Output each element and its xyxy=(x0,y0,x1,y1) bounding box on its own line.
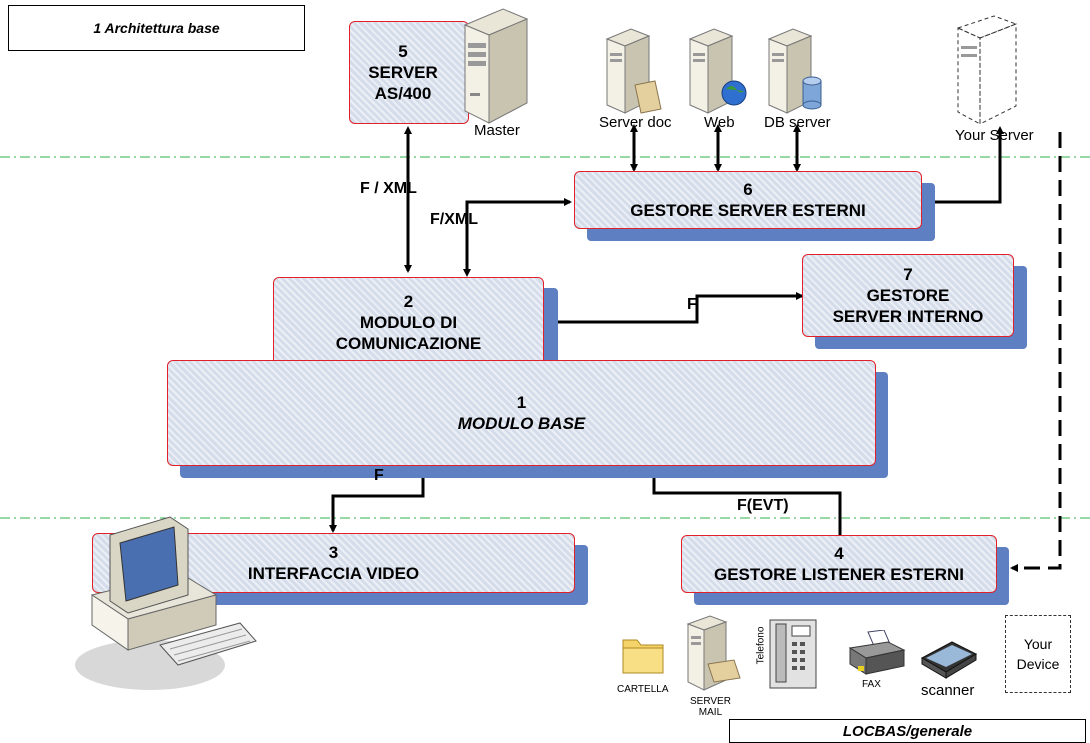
diagram-title: 1 Architettura base xyxy=(8,5,305,51)
label-f-xml-left: F / XML xyxy=(360,180,417,197)
folder-icon xyxy=(622,639,664,674)
telefono-label: Telefono xyxy=(755,626,767,665)
fax-icon xyxy=(848,630,906,675)
box-gestore-listener-esterni: 4 GESTORE LISTENER ESTERNI xyxy=(681,535,997,593)
box-label: GESTORE xyxy=(866,286,950,305)
dashed-device-connector xyxy=(1010,132,1062,572)
web-server-icon xyxy=(688,28,747,114)
arrow-yourserver xyxy=(924,126,1004,206)
master-label: Master xyxy=(474,122,520,139)
scanner-label: scanner xyxy=(921,682,975,699)
box-label: GESTORE SERVER ESTERNI xyxy=(630,201,866,220)
server-mail-icon xyxy=(686,615,741,691)
box-number: 5 xyxy=(398,42,408,61)
arrow-modulo-gestore-interno xyxy=(542,292,804,326)
server-doc-label: Server doc xyxy=(599,114,672,131)
arrow-listener-base xyxy=(650,464,842,535)
box-server-as400: 5 SERVER AS/400 xyxy=(349,21,469,124)
box-number: 4 xyxy=(834,544,844,563)
box-gestore-server-interno: 7 GESTORE SERVER INTERNO xyxy=(802,254,1014,337)
box-label: SERVER INTERNO xyxy=(832,307,984,326)
your-server-icon xyxy=(956,15,1018,125)
db-server-label: DB server xyxy=(764,114,831,131)
label-f-xml-mid: F/XML xyxy=(430,211,478,228)
box-label: COMUNICAZIONE xyxy=(335,334,482,353)
computer-icon xyxy=(75,516,257,690)
arrow-modulo-gestore-esterni xyxy=(463,198,572,277)
box-modulo-comunicazione: 2 MODULO DI COMUNICAZIONE xyxy=(273,277,544,368)
server-mail-label: SERVER MAIL xyxy=(690,696,731,718)
server-doc-icon xyxy=(605,28,662,114)
box-number: 1 xyxy=(516,393,527,412)
label-f-evt: F(EVT) xyxy=(737,497,789,514)
box-number: 6 xyxy=(743,180,753,199)
label-f-interno: F xyxy=(687,296,697,313)
box-number: 7 xyxy=(903,265,913,284)
your-device-box: Your Device xyxy=(1005,615,1071,693)
your-server-label: Your Server xyxy=(955,127,1034,144)
box-label: GESTORE LISTENER ESTERNI xyxy=(713,565,964,584)
arrow-base-video xyxy=(329,464,427,533)
box-label: MODULO BASE xyxy=(457,414,586,433)
telephone-icon xyxy=(769,619,817,689)
label-f-video: F xyxy=(374,467,384,484)
fax-label: FAX xyxy=(862,679,881,690)
box-number: 2 xyxy=(403,292,414,311)
cartella-label: CARTELLA xyxy=(617,684,669,695)
your-device-label: Your Device xyxy=(1016,636,1060,672)
box-label: MODULO DI xyxy=(359,313,458,332)
db-server-icon xyxy=(767,28,822,114)
scanner-icon xyxy=(920,641,978,679)
box-label: INTERFACCIA VIDEO xyxy=(247,564,420,583)
box-label: SERVER xyxy=(368,63,438,82)
box-modulo-base: 1 MODULO BASE xyxy=(167,360,876,466)
box-label: AS/400 xyxy=(374,84,432,103)
box-number: 3 xyxy=(328,543,339,562)
box-gestore-server-esterni: 6 GESTORE SERVER ESTERNI xyxy=(574,171,922,229)
web-label: Web xyxy=(704,114,735,131)
master-server-icon xyxy=(463,8,529,124)
